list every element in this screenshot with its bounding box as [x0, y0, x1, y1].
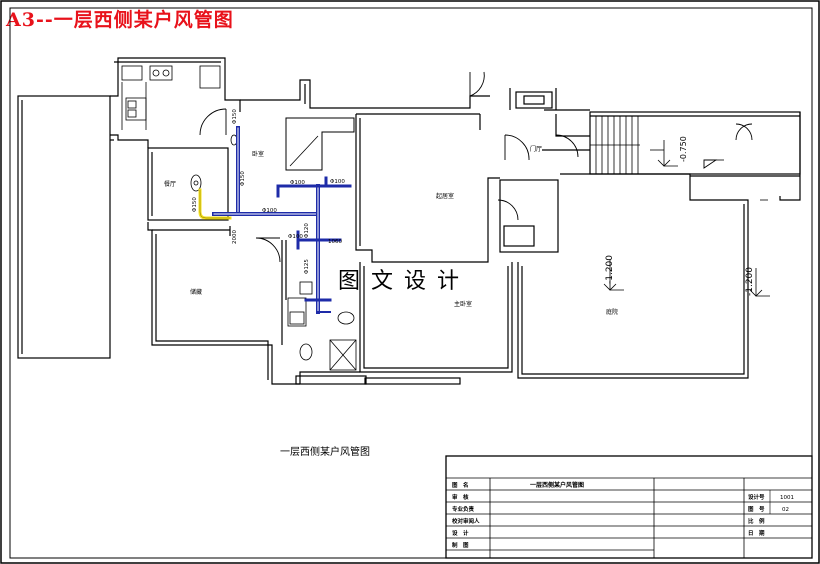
room-labels: 餐厅 储藏 卧室 起居室 主卧室 庭院 门厅	[164, 145, 618, 316]
level-label-2: -1.200	[745, 267, 755, 296]
tb-label-design: 设 计	[452, 529, 469, 537]
stair-treads	[590, 116, 640, 174]
tb-label-check: 校对审阅人	[452, 517, 480, 525]
bathroom-fixtures	[287, 281, 357, 371]
duct-label-4: Φ150	[240, 171, 246, 186]
room-label-living: 起居室	[436, 192, 454, 200]
level-label-3: -0.750	[679, 136, 688, 162]
level-label-1: -1.200	[605, 255, 615, 284]
tb-label-review: 审 核	[452, 493, 469, 501]
tb-label-project-no: 设计号	[748, 493, 765, 501]
duct-label-8: Φ125	[304, 259, 310, 274]
room-label-master: 主卧室	[454, 300, 472, 308]
drawing-caption: 一层西侧某户风管图	[280, 445, 370, 458]
duct-label-3: Φ100	[262, 208, 277, 214]
tb-value-title: 一层西侧某户风管图	[530, 481, 584, 489]
tb-label-date: 日 期	[748, 529, 765, 537]
level-labels: -1.200 -1.200 -0.750	[605, 136, 755, 296]
room-label-bedroom: 卧室	[252, 150, 264, 158]
duct-label-5: Φ150	[232, 109, 238, 124]
duct-label-6: Φ100	[288, 234, 303, 240]
feature-block	[285, 117, 355, 171]
tb-label-lead: 专业负责	[452, 505, 475, 513]
drawing-header-title: A3--一层西侧某户风管图	[6, 9, 234, 31]
duct-label-9: 1060	[328, 239, 342, 245]
duct-network	[198, 126, 352, 314]
tb-label-drawing-no: 图 号	[748, 505, 765, 513]
inner-frame	[9, 7, 813, 559]
air-outlets	[190, 134, 238, 192]
tb-value-project-no: 1001	[780, 495, 794, 501]
title-block	[445, 455, 813, 559]
watermark-text: 图 文 设 计	[338, 269, 461, 294]
door-swings	[199, 71, 753, 263]
tb-label-scale: 比 例	[748, 517, 765, 525]
level-markers	[603, 140, 770, 297]
duct-label-7: Φ120	[304, 223, 310, 238]
duct-label-1: Φ100	[290, 180, 305, 186]
duct-label-2: Φ100	[330, 179, 345, 185]
room-label-hall: 庭院	[606, 308, 618, 316]
room-label-storage: 储藏	[190, 288, 202, 296]
tb-label-title: 图 名	[452, 481, 469, 489]
kitchen-fixtures	[121, 65, 221, 130]
title-block-text: 图 名 一层西侧某户风管图 审 核 专业负责 校对审阅人 设 计 制 图 设计号…	[452, 481, 794, 549]
door-label: 门厅	[530, 145, 542, 153]
tb-value-drawing-no: 02	[782, 507, 789, 513]
room-label-dining: 餐厅	[164, 180, 176, 188]
tb-label-draw: 制 图	[452, 541, 469, 549]
duct-label-yellow: Φ150	[192, 197, 198, 212]
duct-label-10: 2000	[232, 230, 238, 244]
duct-size-labels: Φ100 Φ100 Φ100 Φ150 Φ150 Φ100 Φ120 Φ125 …	[192, 109, 345, 274]
walls	[17, 57, 801, 385]
